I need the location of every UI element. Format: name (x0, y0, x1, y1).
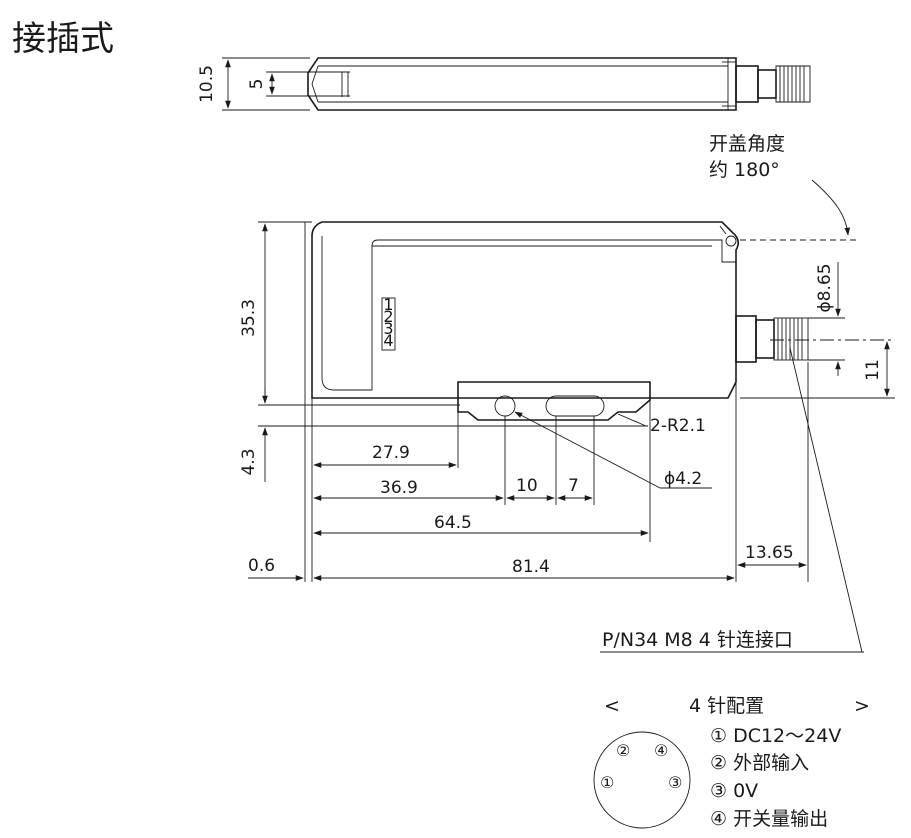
pin-1-position: ① (600, 773, 614, 792)
dim-top-slot: 5 (247, 79, 267, 90)
cover-angle-label: 开盖角度 (709, 133, 785, 155)
pin-4-position: ④ (654, 741, 668, 760)
mounting-hole-slot (545, 395, 605, 417)
dim-36-9: 36.9 (380, 478, 418, 498)
pin-item-1: ① DC12～24V (710, 725, 841, 747)
pin-3-position: ③ (668, 773, 682, 792)
dim-0-6: 0.6 (248, 556, 275, 576)
dim-top-height: 10.5 (197, 65, 217, 103)
mounting-hole-round (494, 395, 516, 417)
page-title: 接插式 (12, 19, 114, 59)
cover-angle-value: 约 180° (709, 159, 780, 181)
dim-81-4: 81.4 (512, 557, 550, 577)
dim-front-height: 35.3 (239, 299, 259, 337)
dim-13-65: 13.65 (745, 543, 794, 563)
dim-hole-diameter: ϕ4.2 (664, 469, 702, 489)
pin-config: < 4 针配置 > ② ④ ① ③ ① DC12～24V ② 外部输入 ③ 0V… (593, 695, 870, 830)
pin-item-2: ② 外部输入 (710, 752, 809, 774)
top-view-body (307, 57, 737, 111)
connector-note: P/N34 M8 4 针连接口 (602, 629, 793, 651)
terminal-label-1: 1 (383, 295, 393, 314)
terminal-label-4: 4 (383, 331, 393, 350)
front-connector (735, 315, 809, 363)
dim-7: 7 (568, 476, 579, 496)
front-view: 1 2 3 4 (311, 221, 809, 421)
dim-connector-offset: 11 (863, 359, 883, 381)
dim-64-5: 64.5 (434, 513, 472, 533)
pin-config-bracket-right: > (854, 695, 870, 717)
pin-item-4: ④ 开关量输出 (710, 808, 828, 830)
terminal-label-3: 3 (383, 319, 393, 338)
top-connector (735, 65, 811, 103)
mounting-foot (457, 381, 651, 421)
terminal-label-2: 2 (383, 307, 393, 326)
top-view: 10.5 5 (197, 57, 811, 111)
dim-radius: 2-R2.1 (650, 416, 706, 436)
terminal-label-block: 1 2 3 4 (381, 295, 396, 351)
connector-face (593, 731, 691, 829)
dim-27-9: 27.9 (372, 443, 410, 463)
pin-2-position: ② (616, 741, 630, 760)
dim-10: 10 (516, 476, 538, 496)
pin-item-3: ③ 0V (710, 780, 758, 802)
dim-connector-diameter: ϕ8.65 (815, 263, 835, 312)
pin-config-bracket-left: < (604, 695, 620, 717)
front-view-body (311, 221, 740, 399)
dim-base: 4.3 (239, 448, 259, 475)
pin-config-heading: 4 针配置 (689, 695, 764, 717)
